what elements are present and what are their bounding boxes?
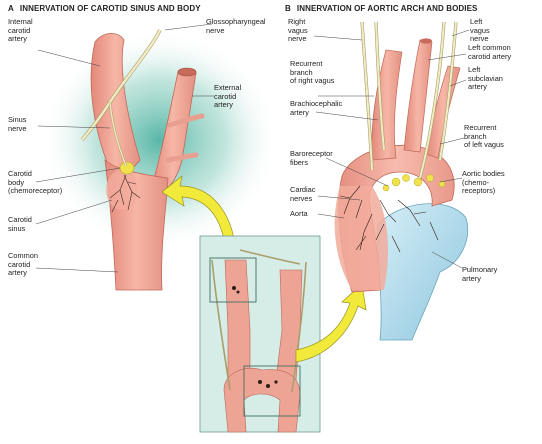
pulmonary-artery-shape	[377, 203, 469, 341]
carotid-sinus-fibers	[109, 174, 141, 213]
label-left-common-carotid-artery: Left common carotid artery	[468, 43, 512, 61]
label-pulmonary-artery: Pulmonary artery	[462, 265, 498, 283]
label-carotid-sinus: Carotid sinus	[8, 215, 32, 233]
label-aorta: Aorta	[290, 209, 308, 218]
label-left-vagus-nerve: Left vagus nerve	[470, 17, 490, 44]
label-glossopharyngeal-nerve: Glossopharyngeal nerve	[206, 17, 266, 35]
brachiocephalic-artery-shape	[371, 49, 403, 161]
overview-inset	[199, 235, 321, 433]
label-sinus-nerve: Sinus nerve	[8, 115, 27, 133]
left-common-carotid-shape	[403, 39, 433, 153]
label-right-vagus-nerve: Right vagus nerve	[288, 17, 308, 44]
label-internal-carotid-artery: Internal carotid artery	[8, 17, 33, 44]
label-cardiac-nerves: Cardiac nerves	[290, 185, 316, 203]
arrow-to-panel-a	[161, 175, 237, 253]
label-left-subclavian-artery: Left subclavian artery	[468, 65, 503, 92]
label-common-carotid-artery: Common carotid artery	[8, 251, 38, 278]
label-external-carotid-artery: External carotid artery	[214, 83, 242, 110]
label-brachiocephalic-artery: Brachiocephalic artery	[290, 99, 343, 117]
panel-a-leader-lines	[35, 23, 214, 273]
panel-b-illustration	[334, 21, 469, 341]
label-aortic-bodies: Aortic bodies (chemo- receptors)	[462, 169, 505, 196]
label-carotid-body: Carotid body (chemoreceptor)	[8, 169, 63, 196]
panel-b-leader-lines	[313, 29, 470, 269]
internal-carotid-artery-shape	[90, 33, 141, 186]
panel-a-illustration	[40, 29, 280, 291]
label-recurrent-branch-left-vagus: Recurrent branch of left vagus	[464, 123, 504, 150]
carotid-body-shape	[119, 161, 135, 175]
label-baroreceptor-fibers: Baroreceptor fibers	[290, 149, 333, 167]
label-recurrent-branch-right-vagus: Recurrent branch of right vagus	[290, 59, 335, 86]
external-carotid-opening	[177, 67, 197, 77]
baroreceptor-fibers-shapes	[339, 185, 439, 253]
